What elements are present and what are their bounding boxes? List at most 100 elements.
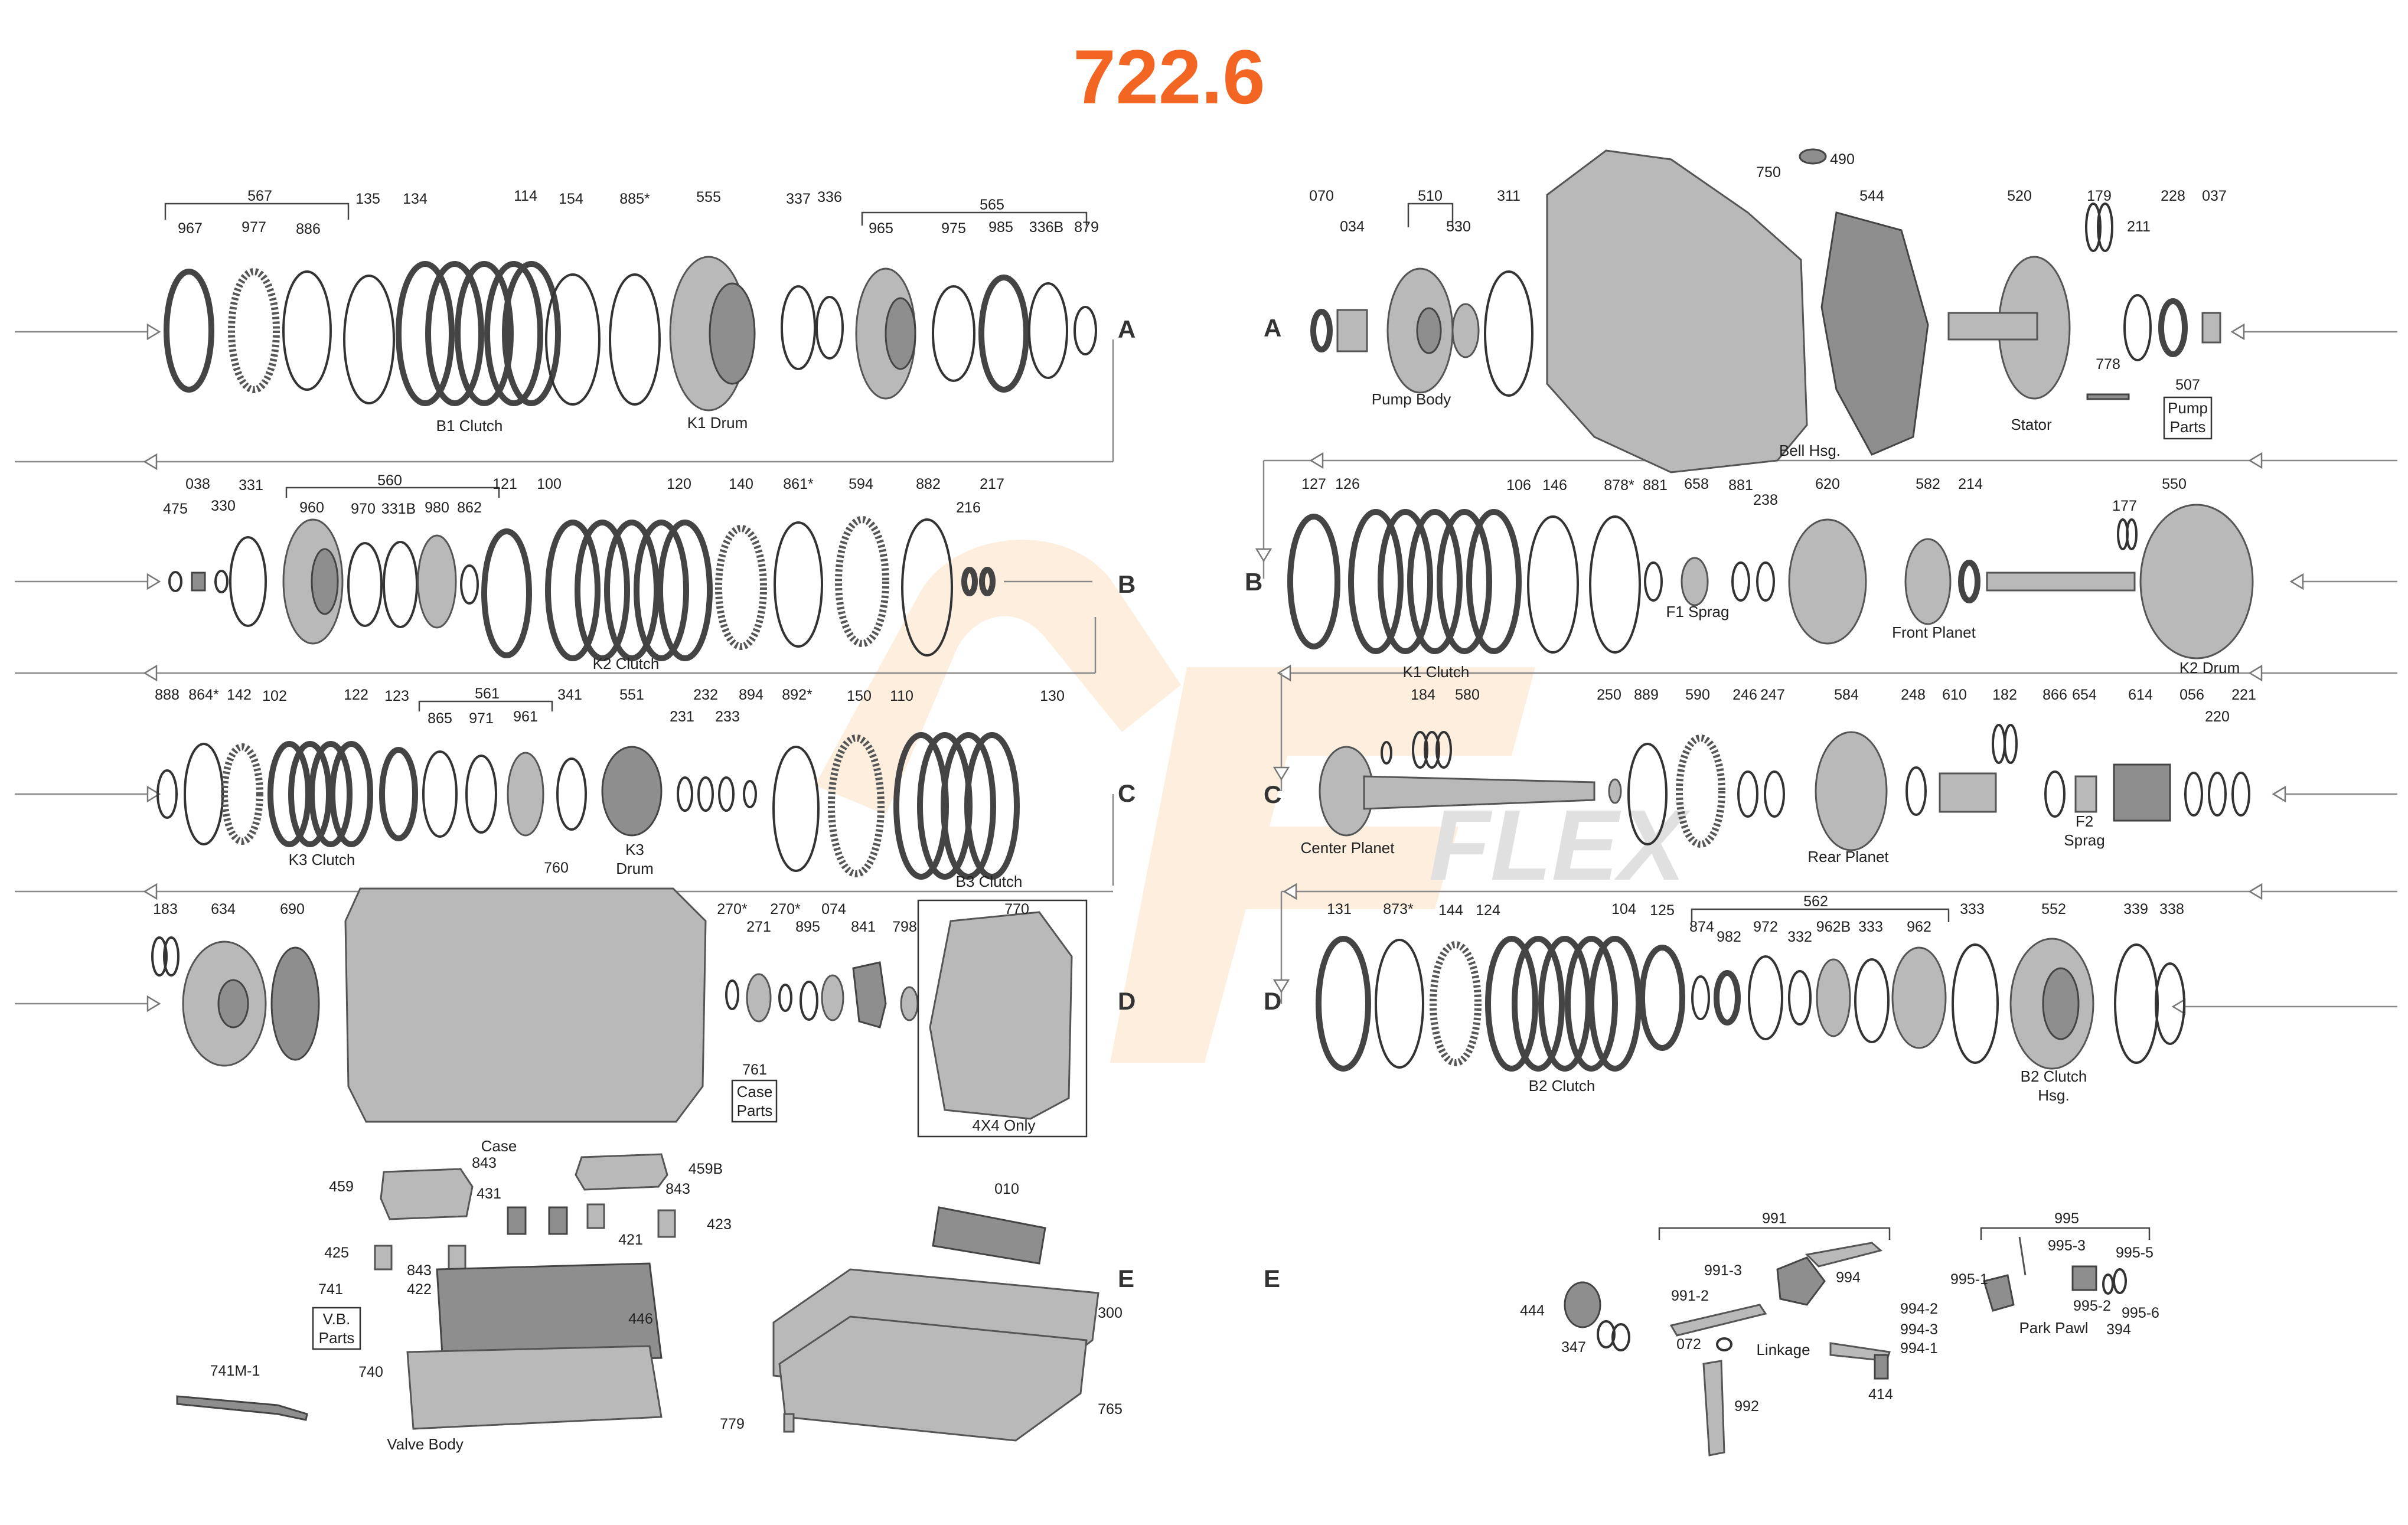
- label-311: 311: [1497, 188, 1521, 204]
- part-group-right-a: [1310, 148, 2221, 473]
- part-010: [932, 1206, 1046, 1265]
- part-group-row-e: [176, 1153, 1099, 1442]
- part-group-right-e: [1564, 1236, 2127, 1457]
- part-423: [657, 1209, 676, 1238]
- part-123: [379, 747, 418, 841]
- caption-case-parts-1: Case: [737, 1083, 773, 1101]
- label-866: 866: [2042, 687, 2067, 703]
- label-130: 130: [1040, 688, 1065, 704]
- row-letters: A B C D E A B C D E: [1118, 314, 1281, 1292]
- label-770: 770: [1004, 901, 1029, 917]
- label-475: 475: [163, 501, 188, 517]
- row-letter-e-right: E: [1264, 1265, 1280, 1292]
- caption-center-planet: Center Planet: [1301, 839, 1395, 857]
- part-347-b: [1611, 1323, 1630, 1351]
- caption-rear-planet: Rear Planet: [1807, 848, 1889, 866]
- caption-k3-drum-1: K3: [625, 841, 644, 858]
- right-row-c: 184 580 250 889 590 246 247 584 248 610 …: [1301, 687, 2256, 866]
- part-177-b: [2126, 518, 2138, 550]
- label-121: 121: [492, 476, 517, 492]
- caption-b2-hsg-1: B2 Clutch: [2021, 1067, 2087, 1085]
- label-584: 584: [1834, 687, 1859, 703]
- label-154: 154: [559, 191, 583, 207]
- part-970: [347, 542, 383, 627]
- part-038: [191, 572, 206, 592]
- label-995-3: 995-3: [2048, 1237, 2086, 1254]
- label-881-b: 881: [1728, 477, 1753, 494]
- part-034: [1336, 309, 1368, 352]
- left-row-a: 567 967 977 886 135 134 114 154 885* 555…: [164, 188, 1099, 435]
- label-106: 106: [1506, 477, 1531, 494]
- part-179-b: [2097, 203, 2113, 252]
- caption-pump-parts-2: Parts: [2170, 418, 2206, 436]
- label-444: 444: [1520, 1302, 1545, 1319]
- label-144: 144: [1438, 902, 1463, 919]
- label-841: 841: [851, 919, 876, 935]
- label-888: 888: [155, 687, 180, 703]
- part-142: [221, 743, 263, 845]
- label-634: 634: [211, 901, 236, 917]
- label-140: 140: [729, 476, 753, 492]
- part-336: [815, 296, 844, 360]
- part-124: [1485, 936, 1538, 1072]
- part-group-right-d: [1316, 936, 2185, 1072]
- caption-k3-clutch: K3 Clutch: [289, 851, 355, 868]
- pump-hub: [217, 979, 249, 1028]
- part-247: [1764, 770, 1785, 818]
- label-991: 991: [1762, 1210, 1787, 1227]
- label-798: 798: [892, 919, 917, 935]
- part-881-b: [1731, 561, 1750, 602]
- part-885: [609, 273, 661, 406]
- caption-k1-drum: K1 Drum: [687, 414, 748, 432]
- label-995: 995: [2054, 1210, 2079, 1227]
- label-995-1: 995-1: [1950, 1271, 1988, 1288]
- label-971: 971: [469, 710, 494, 727]
- label-037: 037: [2202, 188, 2227, 204]
- label-336: 336: [817, 189, 842, 205]
- label-216: 216: [956, 499, 981, 516]
- right-row-a: 070 510 034 530 311 750 490 544 520 179 …: [1309, 148, 2227, 473]
- part-866: [2044, 770, 2066, 818]
- label-337: 337: [786, 191, 811, 207]
- label-126: 126: [1335, 476, 1360, 492]
- part-995-6: [2113, 1268, 2127, 1294]
- bracket-562: [1691, 908, 1950, 922]
- part-864: [184, 743, 224, 845]
- part-131: [1316, 936, 1371, 1072]
- label-425: 425: [324, 1245, 349, 1261]
- part-770: [929, 911, 1073, 1120]
- label-231: 231: [670, 708, 694, 725]
- part-184-b: [1424, 731, 1440, 769]
- part-530: [1451, 303, 1480, 358]
- label-010: 010: [994, 1181, 1019, 1197]
- part-490: [1799, 148, 1827, 165]
- label-982: 982: [1717, 929, 1741, 945]
- label-124: 124: [1476, 902, 1500, 919]
- row-letter-e-left: E: [1118, 1265, 1134, 1292]
- caption-b2-hsg-2: Hsg.: [2038, 1086, 2069, 1104]
- part-889: [1627, 743, 1668, 845]
- label-332: 332: [1787, 929, 1812, 945]
- left-row-c: 888 864* 142 102 122 123 561 865 971 961…: [155, 685, 1065, 890]
- label-270-b: 270*: [770, 901, 801, 917]
- part-475: [168, 571, 182, 592]
- part-977: [228, 268, 280, 393]
- part-610: [1939, 772, 1997, 813]
- label-778: 778: [2096, 356, 2120, 373]
- caption-4x4-only: 4X4 Only: [973, 1116, 1036, 1134]
- label-341: 341: [557, 687, 582, 703]
- caption-case: Case: [481, 1137, 517, 1155]
- label-961: 961: [513, 708, 538, 725]
- caption-b1-clutch: B1 Clutch: [436, 417, 503, 435]
- part-690: [270, 946, 320, 1061]
- part-group-row-d: [151, 887, 1088, 1138]
- label-238: 238: [1753, 492, 1778, 508]
- part-127: [1287, 514, 1340, 649]
- part-182-b: [2004, 724, 2018, 764]
- part-231: [677, 776, 693, 812]
- clutch-plate: [425, 261, 484, 406]
- part-740: [406, 1345, 663, 1430]
- label-233: 233: [715, 708, 740, 725]
- part-150: [828, 734, 885, 877]
- part-894: [743, 780, 757, 808]
